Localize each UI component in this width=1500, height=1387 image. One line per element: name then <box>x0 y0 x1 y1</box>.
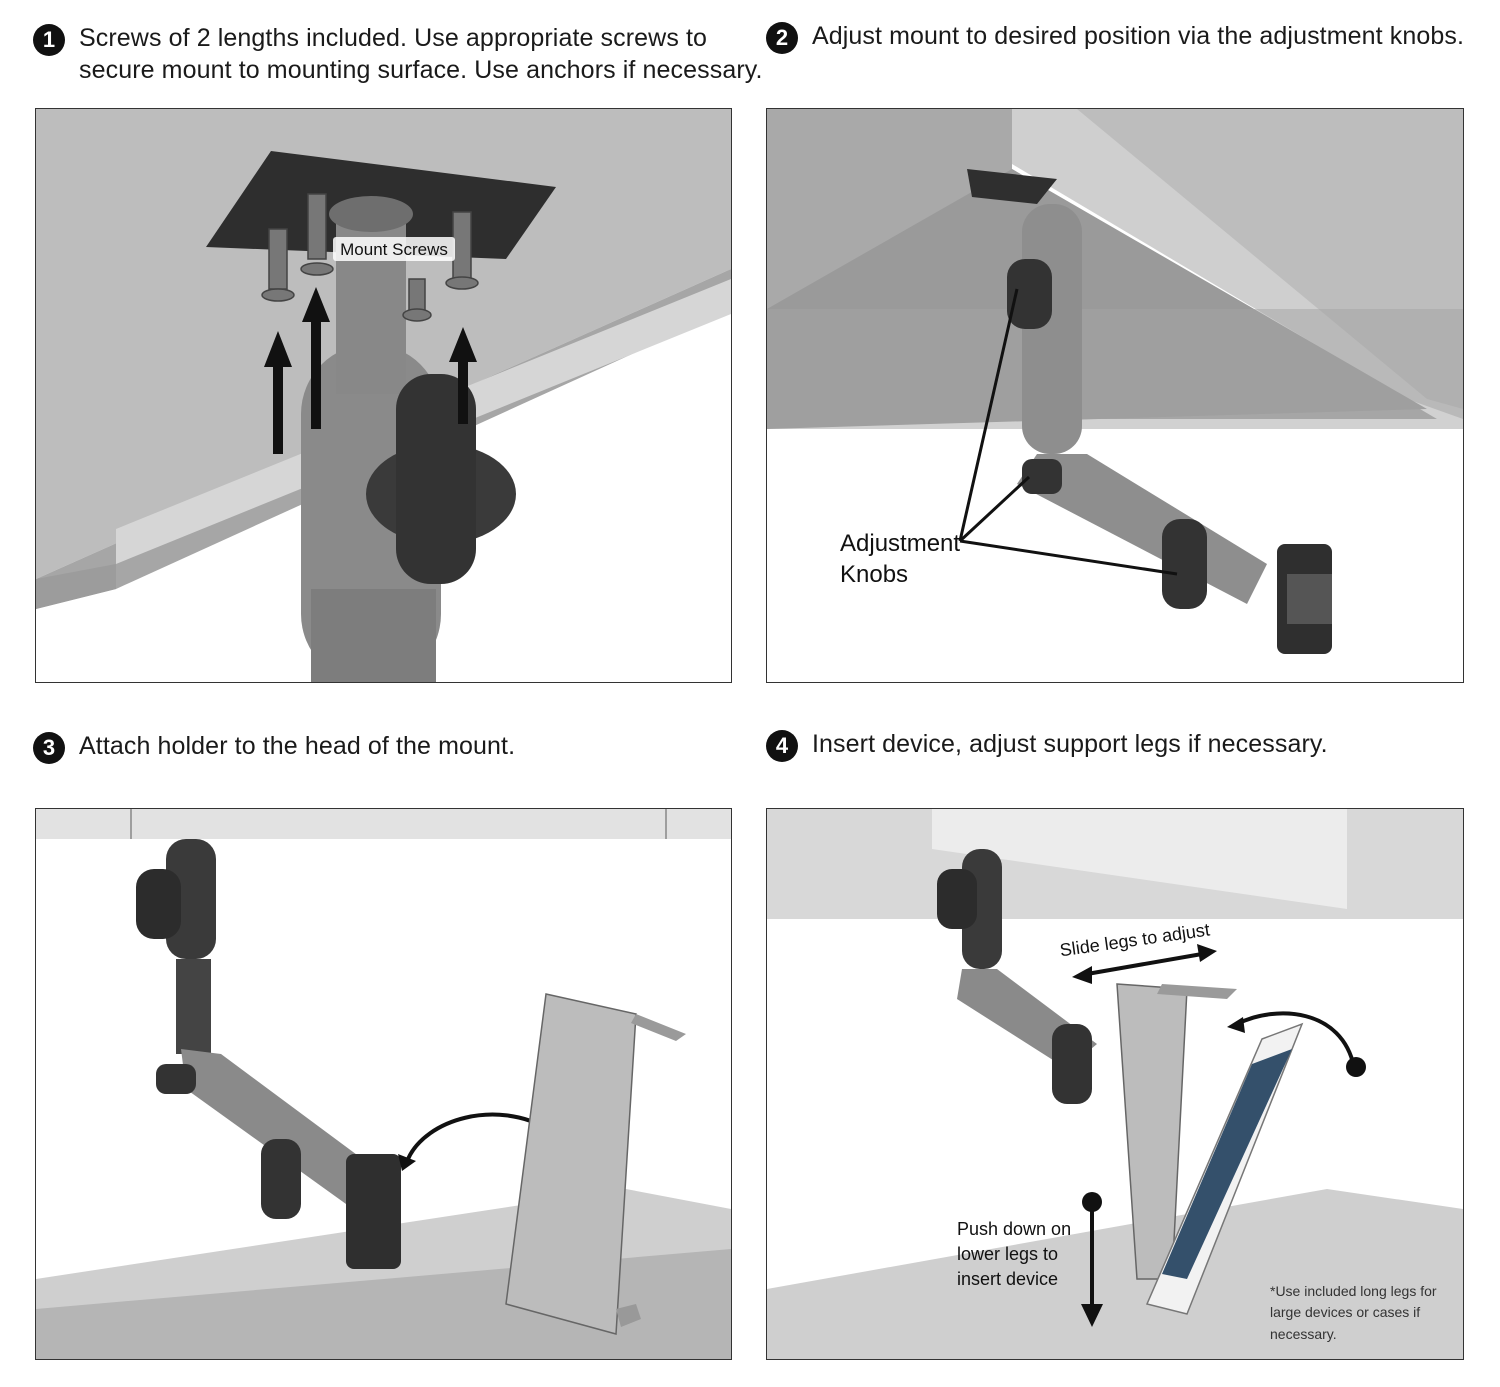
step-1-drawing: Mount Screws <box>36 109 731 682</box>
slide-legs-label: Slide legs to adjust <box>1059 920 1211 961</box>
panel-step-1-illustration: Mount Screws <box>35 108 732 683</box>
step-2-heading: 2 Adjust mount to desired position via t… <box>766 20 1464 54</box>
legs-note-line1: *Use included long legs for <box>1270 1283 1437 1299</box>
adjustment-knobs-label-line1: Adjustment <box>840 530 960 557</box>
legs-note-line2: large devices or cases if <box>1270 1304 1420 1320</box>
step-1-text-line2: secure mount to mounting surface. Use an… <box>79 56 763 84</box>
step-2-number: 2 <box>766 22 798 54</box>
adjustment-knobs-label-line2: Knobs <box>840 561 908 588</box>
step-2-text: Adjust mount to desired position via the… <box>812 22 1465 50</box>
step-4-number: 4 <box>766 730 798 762</box>
step-4-heading: 4 Insert device, adjust support legs if … <box>766 728 1328 762</box>
panel-step-4-illustration: Slide legs to adjust Push down on lower … <box>766 808 1464 1360</box>
step-3-heading: 3 Attach holder to the head of the mount… <box>33 730 515 764</box>
step-1-text: Screws of 2 lengths included. Use approp… <box>79 22 763 86</box>
step-3-number: 3 <box>33 732 65 764</box>
panel-step-2-illustration: Adjustment Knobs <box>766 108 1464 683</box>
step-2-drawing: Adjustment Knobs <box>767 109 1463 654</box>
step-1-heading: 1 Screws of 2 lengths included. Use appr… <box>33 22 763 86</box>
push-down-label-line3: insert device <box>957 1269 1058 1289</box>
step-1-number: 1 <box>33 24 65 56</box>
step-4-drawing: Slide legs to adjust Push down on lower … <box>767 809 1463 1359</box>
mount-screws-label: Mount Screws <box>340 240 448 259</box>
step-4-text: Insert device, adjust support legs if ne… <box>812 730 1328 758</box>
step-1-text-line1: Screws of 2 lengths included. Use approp… <box>79 24 708 52</box>
push-down-label-line1: Push down on <box>957 1219 1071 1239</box>
push-down-label-line2: lower legs to <box>957 1244 1058 1264</box>
step-3-drawing <box>36 809 731 1359</box>
legs-note-line3: necessary. <box>1270 1326 1337 1342</box>
step-3-text: Attach holder to the head of the mount. <box>79 732 516 760</box>
panel-step-3-illustration <box>35 808 732 1360</box>
